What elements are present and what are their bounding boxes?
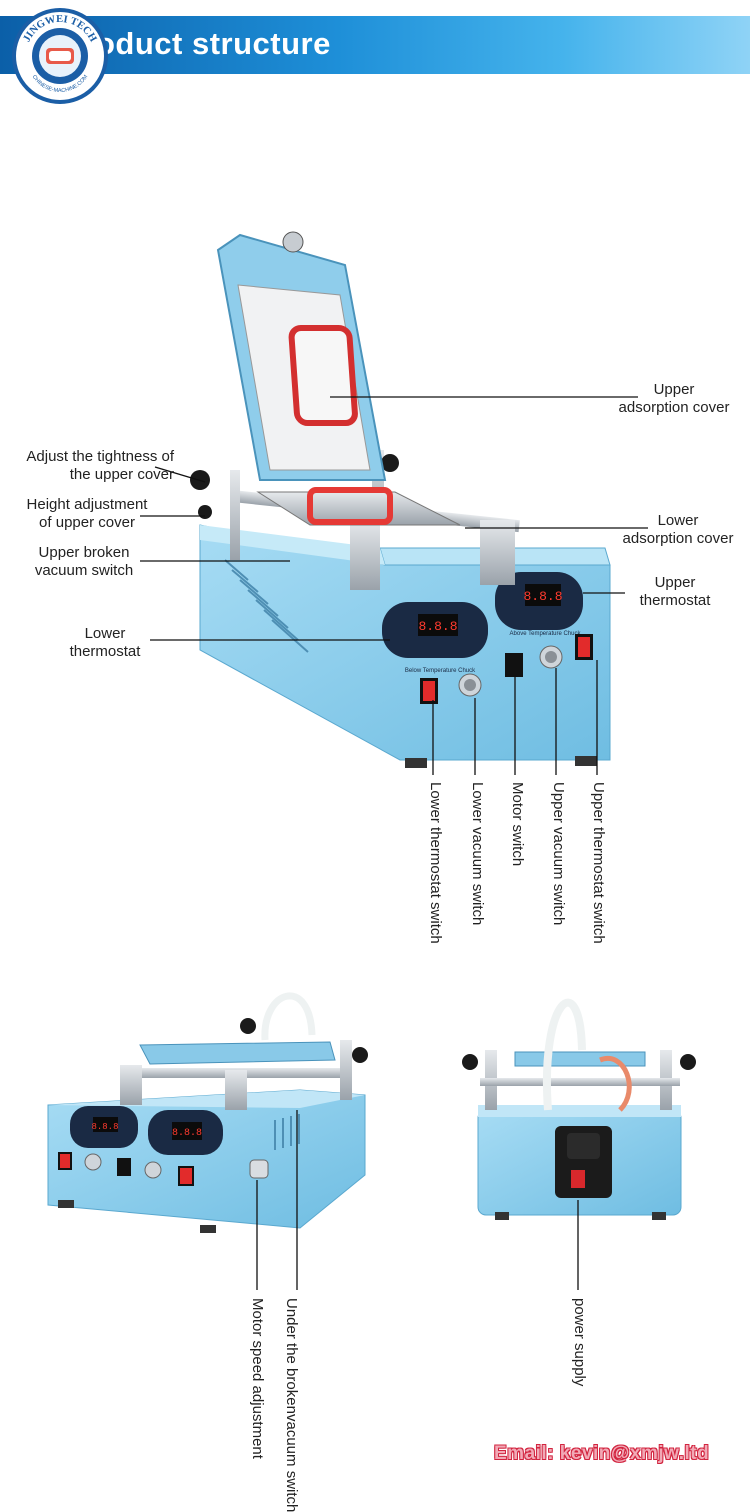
label-under-broken-vacuum-switch: Under the broken vacuum switch xyxy=(283,1298,300,1512)
contact-email: Email: kevin@xmjw.ltd xyxy=(494,1443,710,1464)
label-upper-broken-vacuum-switch: Upper broken vacuum switch xyxy=(34,544,134,579)
page-title: oduct structure xyxy=(96,26,331,61)
label-motor-switch: Motor switch xyxy=(509,782,526,867)
upper-display: 8.8.8 xyxy=(523,589,562,604)
label-motor-speed-adjustment: Motor speed adjustment xyxy=(249,1298,266,1459)
label-lower-adsorption-cover: Lower adsorption cover xyxy=(622,512,734,547)
label-adjust-tightness: Adjust the tightness of the upper cover xyxy=(26,448,174,483)
label-upper-adsorption-cover: Upper adsorption cover xyxy=(618,381,730,416)
label-upper-thermostat: Upper thermostat xyxy=(639,574,711,609)
callout-lines-side xyxy=(256,1110,298,1290)
label-lower-thermostat: Lower thermostat xyxy=(69,625,141,660)
company-logo: JINGWEI TECH CHINESE-MACHINE.COM xyxy=(12,8,108,104)
side-view-machine: 8.8.8 8.8.8 xyxy=(47,992,368,1233)
label-lower-vacuum-switch: Lower vacuum switch xyxy=(469,782,486,926)
header-banner xyxy=(0,16,750,74)
above-chuck-text: Above Temperature Chuck xyxy=(510,631,582,637)
callout-lines-main xyxy=(140,396,648,775)
side-vents xyxy=(224,559,309,653)
main-machine: 8.8.8 8.8.8 Below Temperature Chuck Abov… xyxy=(190,231,611,768)
machine-illustrations: 8.8.8 8.8.8 Below Temperature Chuck Abov… xyxy=(47,231,696,1290)
label-height-adjustment: Height adjustment of upper cover xyxy=(26,496,148,531)
lower-display: 8.8.8 xyxy=(418,619,457,634)
logo-emblem: JINGWEI TECH CHINESE-MACHINE.COM xyxy=(18,14,102,98)
below-chuck-text: Below Temperature Chuck xyxy=(405,668,476,674)
label-lower-thermostat-switch: Lower thermostat switch xyxy=(427,782,444,944)
label-upper-vacuum-switch: Upper vacuum switch xyxy=(550,782,567,926)
label-upper-thermostat-switch: Upper thermostat switch xyxy=(590,782,607,944)
side-lower-display: 8.8.8 xyxy=(91,1122,118,1132)
side-upper-display: 8.8.8 xyxy=(172,1128,202,1139)
rear-view-machine xyxy=(462,998,696,1220)
label-power-supply: power supply xyxy=(571,1298,588,1387)
